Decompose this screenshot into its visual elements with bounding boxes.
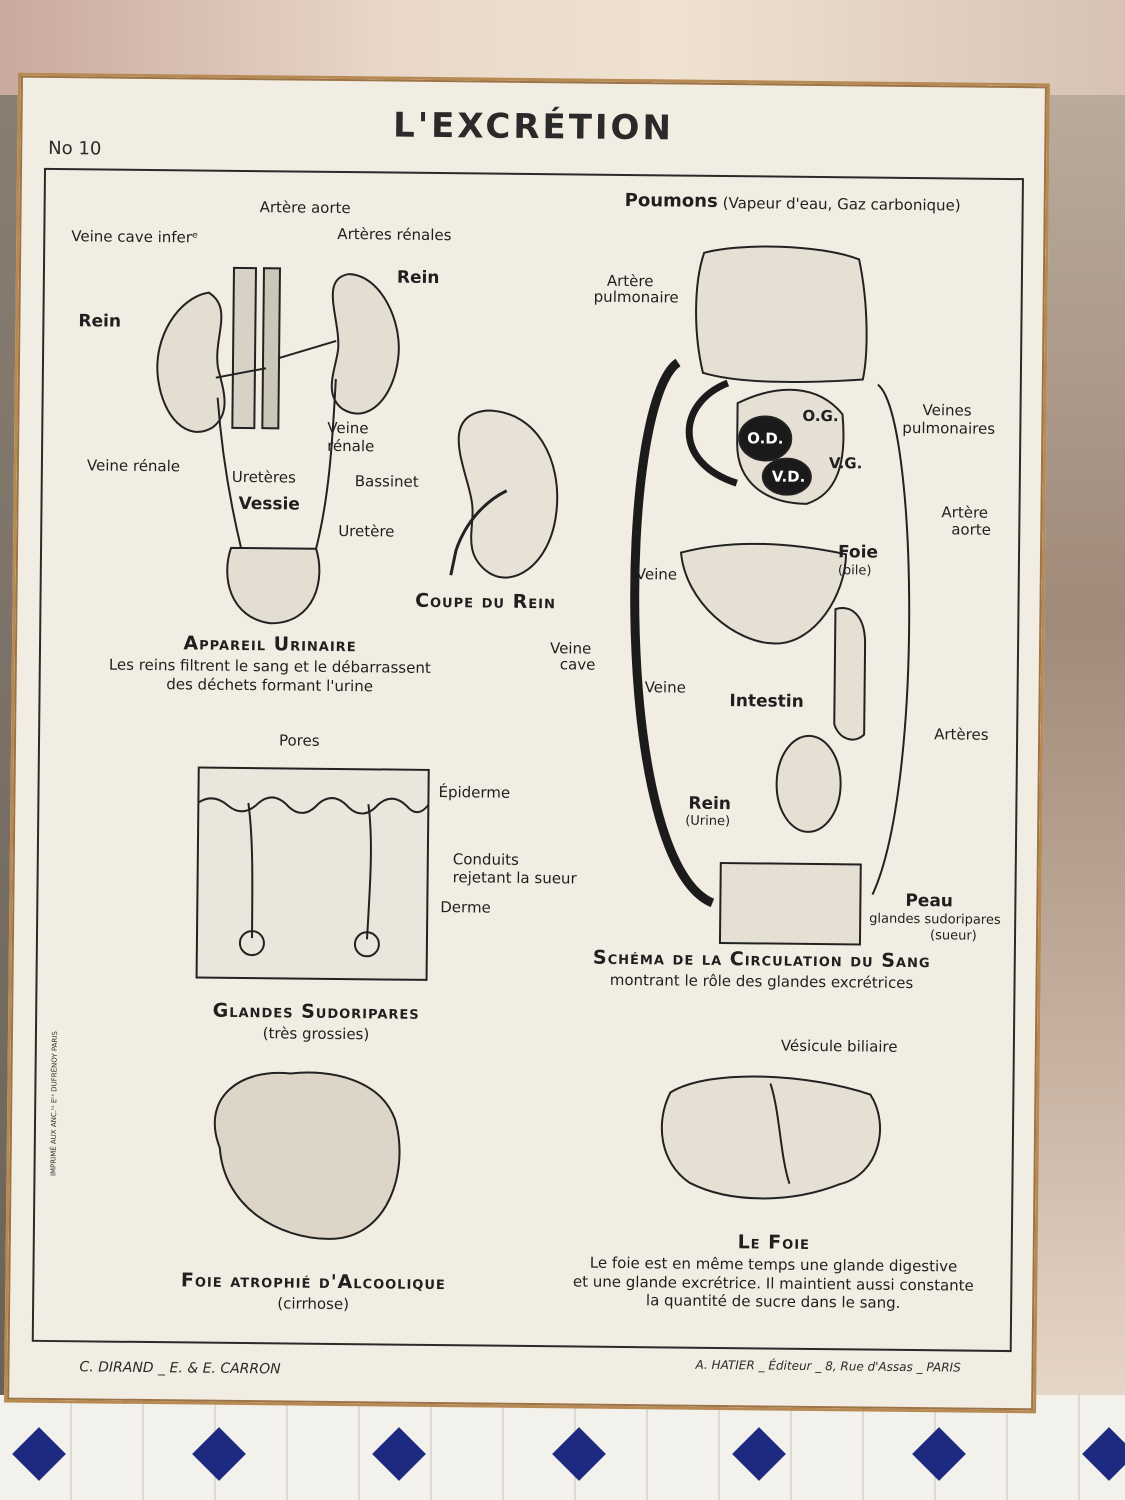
label-rein-right: Rein <box>396 267 440 289</box>
caption-sweat-glands-title: Glandes Sudoripares <box>212 999 420 1024</box>
label-arteres: Artères <box>934 725 989 744</box>
label-artere-pulmonaire-2: pulmonaire <box>593 287 679 307</box>
caption-sweat-glands-sub: (très grossies) <box>262 1023 370 1044</box>
label-veines-pulmonaires-1: Veines <box>922 401 972 420</box>
label-veine-cave: Veine cave inferᵉ <box>71 227 199 247</box>
label-uretere: Uretère <box>338 521 395 541</box>
footer-authors: C. DIRAND _ E. & E. CARRON <box>79 1359 281 1378</box>
label-veine-renale-right-2: rénale <box>327 436 375 456</box>
label-ureteres: Uretères <box>231 467 296 487</box>
label-poumons: Poumons <box>624 189 718 212</box>
label-derme: Derme <box>440 898 491 917</box>
label-conduits-1: Conduits <box>452 850 519 869</box>
caption-kidney-section-title: Coupe du Rein <box>415 589 557 614</box>
caption-cirrhosis-title: Foie atrophié d'Alcoolique <box>180 1269 446 1295</box>
skin-section-drawing <box>195 766 430 981</box>
background-tiled-floor <box>0 1395 1125 1500</box>
caption-liver: Le Foie Le foie est en même temps une gl… <box>563 1229 984 1313</box>
label-artere-aorte-1: Artère <box>941 503 989 522</box>
caption-kidney-section: Coupe du Rein <box>390 590 580 616</box>
label-veine-renale-left: Veine rénale <box>86 456 181 476</box>
label-peau: Peau <box>905 890 954 912</box>
label-conduits-2: rejetant la sueur <box>452 868 577 888</box>
label-foie: Foie <box>837 542 879 563</box>
label-veine-renale-right-1: Veine <box>327 418 369 438</box>
printer-credit: IMPRIMÉ AUX ANC.ᵗˢ Eᵗˢ DUFRÉNOY PARIS <box>49 1031 59 1177</box>
label-vesicule-biliaire: Vésicule biliaire <box>780 1036 898 1056</box>
urinary-system-drawing <box>156 266 400 625</box>
label-od: O.D. <box>747 429 784 448</box>
background-marble-right <box>1035 95 1125 1405</box>
label-veine-1: Veine <box>635 565 678 584</box>
label-vd: V.D. <box>771 467 806 486</box>
label-urine: (Urine) <box>685 813 731 830</box>
label-bile: (bile) <box>837 563 872 579</box>
label-arteres-renales: Artères rénales <box>337 224 452 245</box>
label-vg: V.G. <box>828 454 863 473</box>
label-bassinet: Bassinet <box>354 472 419 491</box>
label-veine-2: Veine <box>644 678 686 697</box>
caption-cirrhosis-sub: (cirrhose) <box>277 1294 350 1313</box>
label-vessie: Vessie <box>238 493 300 515</box>
caption-urinary: Appareil Urinaire Les reins filtrent le … <box>75 631 466 696</box>
caption-circulation: Schéma de la Circulation du Sang montran… <box>546 946 976 993</box>
label-epiderme: Épiderme <box>438 783 511 802</box>
kidney-section-drawing <box>449 409 559 579</box>
label-veine-cave-2: cave <box>559 655 596 674</box>
caption-sweat-glands: Glandes Sudoripares (très grossies) <box>161 999 471 1045</box>
label-peau-detail-2: (sueur) <box>929 928 977 944</box>
excretion-poster: No 10 L'EXCRÉTION <box>4 72 1050 1414</box>
caption-cirrhosis: Foie atrophié d'Alcoolique (cirrhose) <box>148 1269 478 1315</box>
label-artere-aorte: Artère aorte <box>259 198 351 218</box>
label-pores: Pores <box>278 731 320 750</box>
label-artere-aorte-2: aorte <box>951 520 992 539</box>
label-poumons-detail: (Vapeur d'eau, Gaz carbonique) <box>722 193 961 215</box>
label-peau-detail-1: glandes sudoripares <box>869 911 1001 928</box>
footer-publisher: A. HATIER _ Éditeur _ 8, Rue d'Assas _ P… <box>695 1357 961 1375</box>
label-rein-left: Rein <box>78 311 122 332</box>
label-rein-circulation: Rein <box>688 793 732 815</box>
label-veines-pulmonaires-2: pulmonaires <box>902 418 996 438</box>
circulation-drawing <box>630 245 912 946</box>
cirrhotic-liver-drawing <box>213 1071 401 1240</box>
illustrations <box>156 245 912 1240</box>
label-intestin: Intestin <box>729 691 804 712</box>
liver-drawing <box>660 1075 882 1200</box>
label-og: O.G. <box>802 406 839 426</box>
